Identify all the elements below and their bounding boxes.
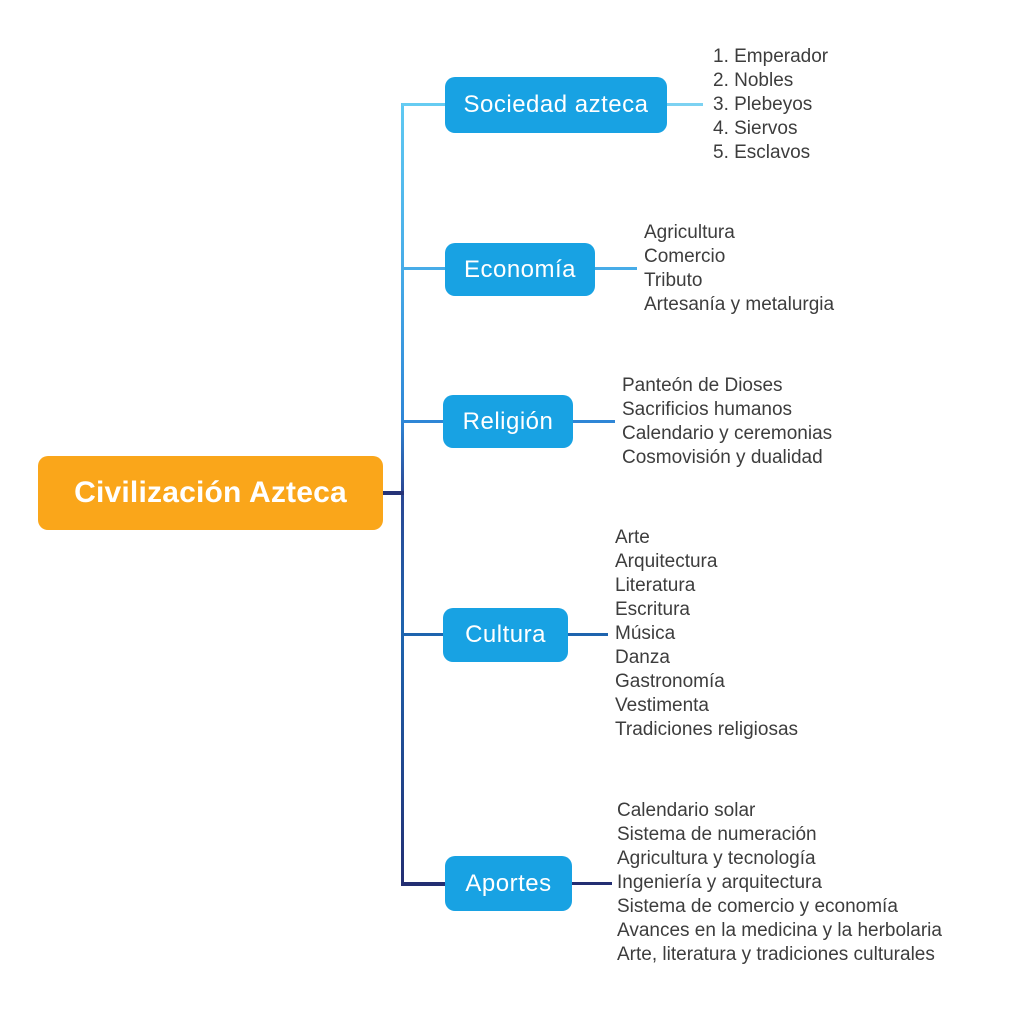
list-item: Calendario y ceremonias	[622, 423, 833, 444]
branch-node-label: Religión	[462, 407, 554, 435]
list-item: Sacrificios humanos	[622, 399, 793, 420]
list-item: Sistema de numeración	[617, 824, 817, 845]
list-item: Calendario solar	[617, 800, 756, 821]
branch-node-label: Aportes	[465, 869, 552, 897]
list-item: Danza	[615, 647, 670, 668]
root-node: Civilización Azteca	[38, 456, 383, 530]
branch-connector-right-sociedad	[667, 103, 703, 106]
branch-node-sociedad: Sociedad azteca	[445, 77, 667, 133]
list-item: Ingeniería y arquitectura	[617, 872, 822, 893]
branch-connector-left-aportes	[402, 882, 445, 886]
list-item: Tradiciones religiosas	[615, 719, 799, 740]
list-item: Agricultura y tecnología	[617, 848, 816, 869]
branch-node-cultura: Cultura	[443, 608, 568, 662]
list-item: 2. Nobles	[713, 70, 794, 91]
list-item: Arte, literatura y tradiciones culturale…	[617, 944, 935, 965]
branch-connector-right-aportes	[572, 882, 612, 885]
list-item: Literatura	[615, 575, 696, 596]
branch-node-label: Sociedad azteca	[463, 91, 649, 118]
list-item: Comercio	[644, 246, 726, 267]
list-item: 5. Esclavos	[713, 142, 811, 163]
list-item: Escritura	[615, 599, 690, 620]
branch-node-aportes: Aportes	[445, 856, 572, 911]
branch-list-aportes: Calendario solar Sistema de numeración A…	[617, 799, 942, 967]
list-item: 3. Plebeyos	[713, 94, 813, 115]
list-item: Avances en la medicina y la herbolaria	[617, 920, 942, 941]
list-item: Sistema de comercio y economía	[617, 896, 898, 917]
branch-list-economia: Agricultura Comercio Tributo Artesanía y…	[644, 221, 834, 317]
branch-node-religion: Religión	[443, 395, 573, 448]
list-item: Agricultura	[644, 222, 735, 243]
list-item: Cosmovisión y dualidad	[622, 447, 823, 468]
list-item: Vestimenta	[615, 695, 709, 716]
list-item: 1. Emperador	[713, 46, 829, 67]
list-item: Arte	[615, 527, 650, 548]
branch-connector-right-religion	[573, 420, 615, 423]
branch-connector-left-sociedad	[402, 103, 445, 106]
branch-connector-left-cultura	[402, 633, 443, 636]
root-connector	[383, 491, 404, 495]
list-item: Artesanía y metalurgia	[644, 294, 835, 315]
list-item: 4. Siervos	[713, 118, 798, 139]
branch-node-label: Cultura	[465, 621, 546, 648]
branch-connector-left-religion	[402, 420, 443, 423]
branch-list-cultura: Arte Arquitectura Literatura Escritura M…	[615, 526, 798, 742]
list-item: Tributo	[644, 270, 703, 291]
branch-connector-right-economia	[595, 267, 637, 270]
list-item: Panteón de Dioses	[622, 375, 783, 396]
root-node-label: Civilización Azteca	[74, 476, 347, 509]
branch-connector-left-economia	[402, 267, 445, 270]
branch-node-economia: Economía	[445, 243, 595, 296]
branch-list-religion: Panteón de Dioses Sacrificios humanos Ca…	[622, 374, 832, 470]
list-item: Arquitectura	[615, 551, 718, 572]
branch-connector-right-cultura	[568, 633, 608, 636]
list-item: Música	[615, 623, 676, 644]
branch-list-sociedad: 1. Emperador 2. Nobles 3. Plebeyos 4. Si…	[713, 45, 828, 165]
branch-node-label: Economía	[463, 255, 577, 283]
list-item: Gastronomía	[615, 671, 725, 692]
